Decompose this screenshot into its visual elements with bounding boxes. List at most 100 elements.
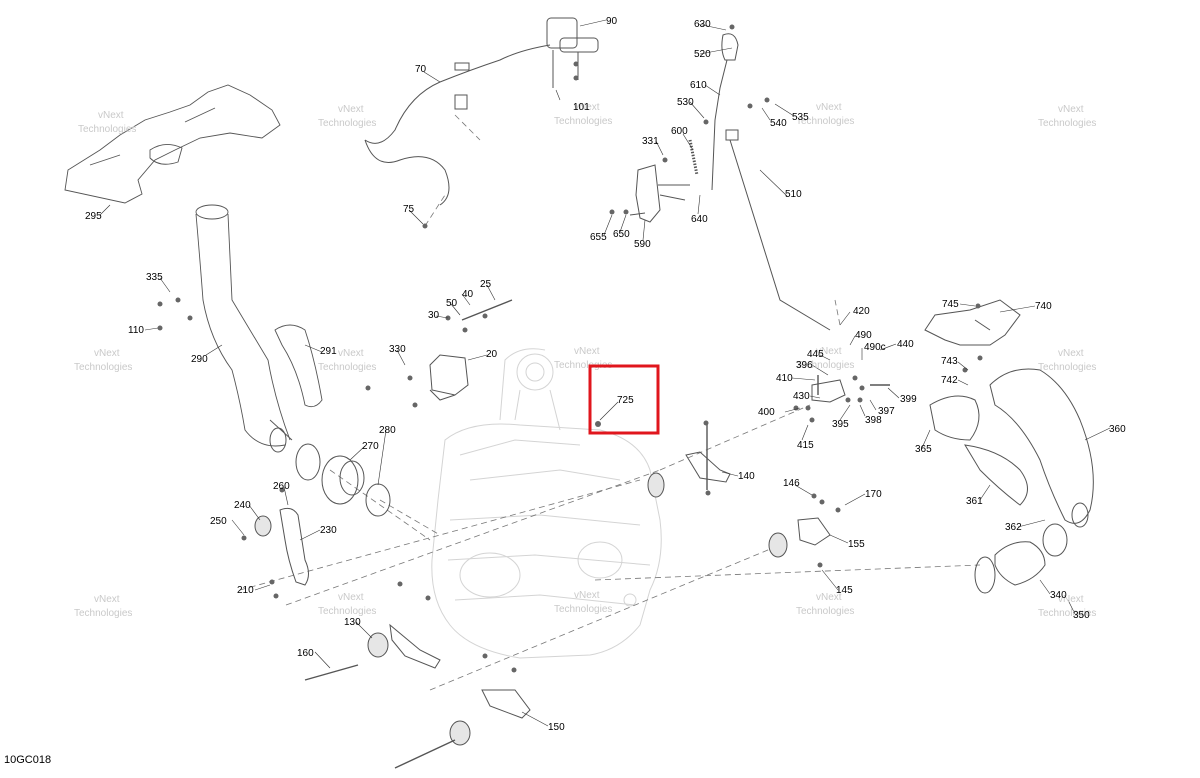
svg-text:vNext: vNext [338, 348, 364, 359]
part-label-440[interactable]: 440 [897, 339, 914, 350]
part-label-742[interactable]: 742 [941, 375, 958, 386]
small-hardware [157, 24, 983, 673]
part-label-295[interactable]: 295 [85, 211, 102, 222]
part-label-90[interactable]: 90 [606, 16, 618, 27]
part-label-70[interactable]: 70 [415, 64, 427, 75]
part-label-420[interactable]: 420 [853, 306, 870, 317]
cable-70 [364, 44, 551, 206]
part-label-535[interactable]: 535 [792, 112, 809, 123]
part-label-130[interactable]: 130 [344, 617, 361, 628]
part-label-50[interactable]: 50 [446, 298, 458, 309]
part-label-398[interactable]: 398 [865, 415, 882, 426]
svg-text:Technologies: Technologies [318, 118, 376, 129]
mount-brackets [279, 379, 846, 719]
svg-text:vNext: vNext [98, 110, 124, 121]
svg-text:vNext: vNext [816, 592, 842, 603]
part-label-640[interactable]: 640 [691, 214, 708, 225]
part-label-291[interactable]: 291 [320, 346, 337, 357]
part-label-140[interactable]: 140 [738, 471, 755, 482]
part-label-20[interactable]: 20 [486, 349, 498, 360]
part-label-630[interactable]: 630 [694, 19, 711, 30]
svg-text:Technologies: Technologies [74, 608, 132, 619]
part-label-290[interactable]: 290 [191, 354, 208, 365]
part-label-360[interactable]: 360 [1109, 424, 1126, 435]
part-label-40[interactable]: 40 [462, 289, 474, 300]
part-label-530[interactable]: 530 [677, 97, 694, 108]
part-label-540[interactable]: 540 [770, 118, 787, 129]
part-label-400[interactable]: 400 [758, 407, 775, 418]
part-label-740[interactable]: 740 [1035, 301, 1052, 312]
part-label-210[interactable]: 210 [237, 585, 254, 596]
svg-text:vNext: vNext [94, 594, 120, 605]
part-label-655[interactable]: 655 [590, 232, 607, 243]
part-label-725[interactable]: 725 [617, 395, 634, 406]
part-label-280[interactable]: 280 [379, 425, 396, 436]
part-label-361[interactable]: 361 [966, 496, 983, 507]
part-label-145[interactable]: 145 [836, 585, 853, 596]
part-label-250[interactable]: 250 [210, 516, 227, 527]
part-label-146[interactable]: 146 [783, 478, 800, 489]
duct-291 [274, 324, 323, 408]
bolts [304, 299, 890, 769]
part-label-430[interactable]: 430 [793, 391, 810, 402]
part-label-590[interactable]: 590 [634, 239, 651, 250]
svg-text:vNext: vNext [1058, 104, 1084, 115]
part-label-445[interactable]: 445 [807, 349, 824, 360]
part-label-160[interactable]: 160 [297, 648, 314, 659]
svg-text:vNext: vNext [574, 102, 600, 113]
highlight-box-725 [588, 364, 660, 435]
part-label-362[interactable]: 362 [1005, 522, 1022, 533]
part-label-510[interactable]: 510 [785, 189, 802, 200]
lever-90 [546, 17, 599, 88]
part-label-340[interactable]: 340 [1050, 590, 1067, 601]
svg-text:vNext: vNext [816, 346, 842, 357]
part-label-30[interactable]: 30 [428, 310, 440, 321]
airbox-20 [429, 354, 469, 401]
part-labels: 90 630 70 520 610 101 530 540 535 600 33… [85, 16, 1126, 733]
part-label-399[interactable]: 399 [900, 394, 917, 405]
part-label-650[interactable]: 650 [613, 229, 630, 240]
svg-text:Technologies: Technologies [1038, 608, 1096, 619]
boot-340 [974, 523, 1068, 594]
part-label-490[interactable]: 490 [855, 330, 872, 341]
engine-drawing-icon [431, 348, 662, 659]
part-label-110[interactable]: 110 [128, 325, 144, 336]
part-label-745[interactable]: 745 [942, 299, 959, 310]
svg-text:Technologies: Technologies [554, 116, 612, 127]
part-label-410[interactable]: 410 [776, 373, 793, 384]
part-label-155[interactable]: 155 [848, 539, 865, 550]
svg-text:Technologies: Technologies [318, 362, 376, 373]
label-leaders [99, 19, 1111, 727]
svg-text:Technologies: Technologies [796, 360, 854, 371]
part-label-610[interactable]: 610 [690, 80, 707, 91]
part-label-743[interactable]: 743 [941, 356, 958, 367]
svg-text:Technologies: Technologies [554, 360, 612, 371]
part-label-170[interactable]: 170 [865, 489, 882, 500]
part-label-520[interactable]: 520 [694, 49, 711, 60]
panel-295 [64, 84, 281, 204]
svg-text:Technologies: Technologies [796, 606, 854, 617]
part-label-490c[interactable]: 490c [864, 342, 886, 353]
part-label-270[interactable]: 270 [362, 441, 379, 452]
part-label-335[interactable]: 335 [146, 272, 163, 283]
part-label-415[interactable]: 415 [797, 440, 814, 451]
part-label-25[interactable]: 25 [480, 279, 492, 290]
bracket-590 [629, 164, 690, 223]
part-label-600[interactable]: 600 [671, 126, 688, 137]
part-label-150[interactable]: 150 [548, 722, 565, 733]
svg-text:Technologies: Technologies [1038, 362, 1096, 373]
part-label-396[interactable]: 396 [796, 360, 813, 371]
part-label-331[interactable]: 331 [642, 136, 659, 147]
part-label-330[interactable]: 330 [389, 344, 406, 355]
part-label-260[interactable]: 260 [273, 481, 290, 492]
part-label-350[interactable]: 350 [1073, 610, 1090, 621]
part-label-397[interactable]: 397 [878, 406, 895, 417]
svg-text:Technologies: Technologies [318, 606, 376, 617]
part-label-101[interactable]: 101 [573, 102, 590, 113]
part-label-365[interactable]: 365 [915, 444, 932, 455]
part-label-75[interactable]: 75 [403, 204, 415, 215]
part-label-395[interactable]: 395 [832, 419, 849, 430]
part-label-240[interactable]: 240 [234, 500, 251, 511]
part-label-230[interactable]: 230 [320, 525, 337, 536]
